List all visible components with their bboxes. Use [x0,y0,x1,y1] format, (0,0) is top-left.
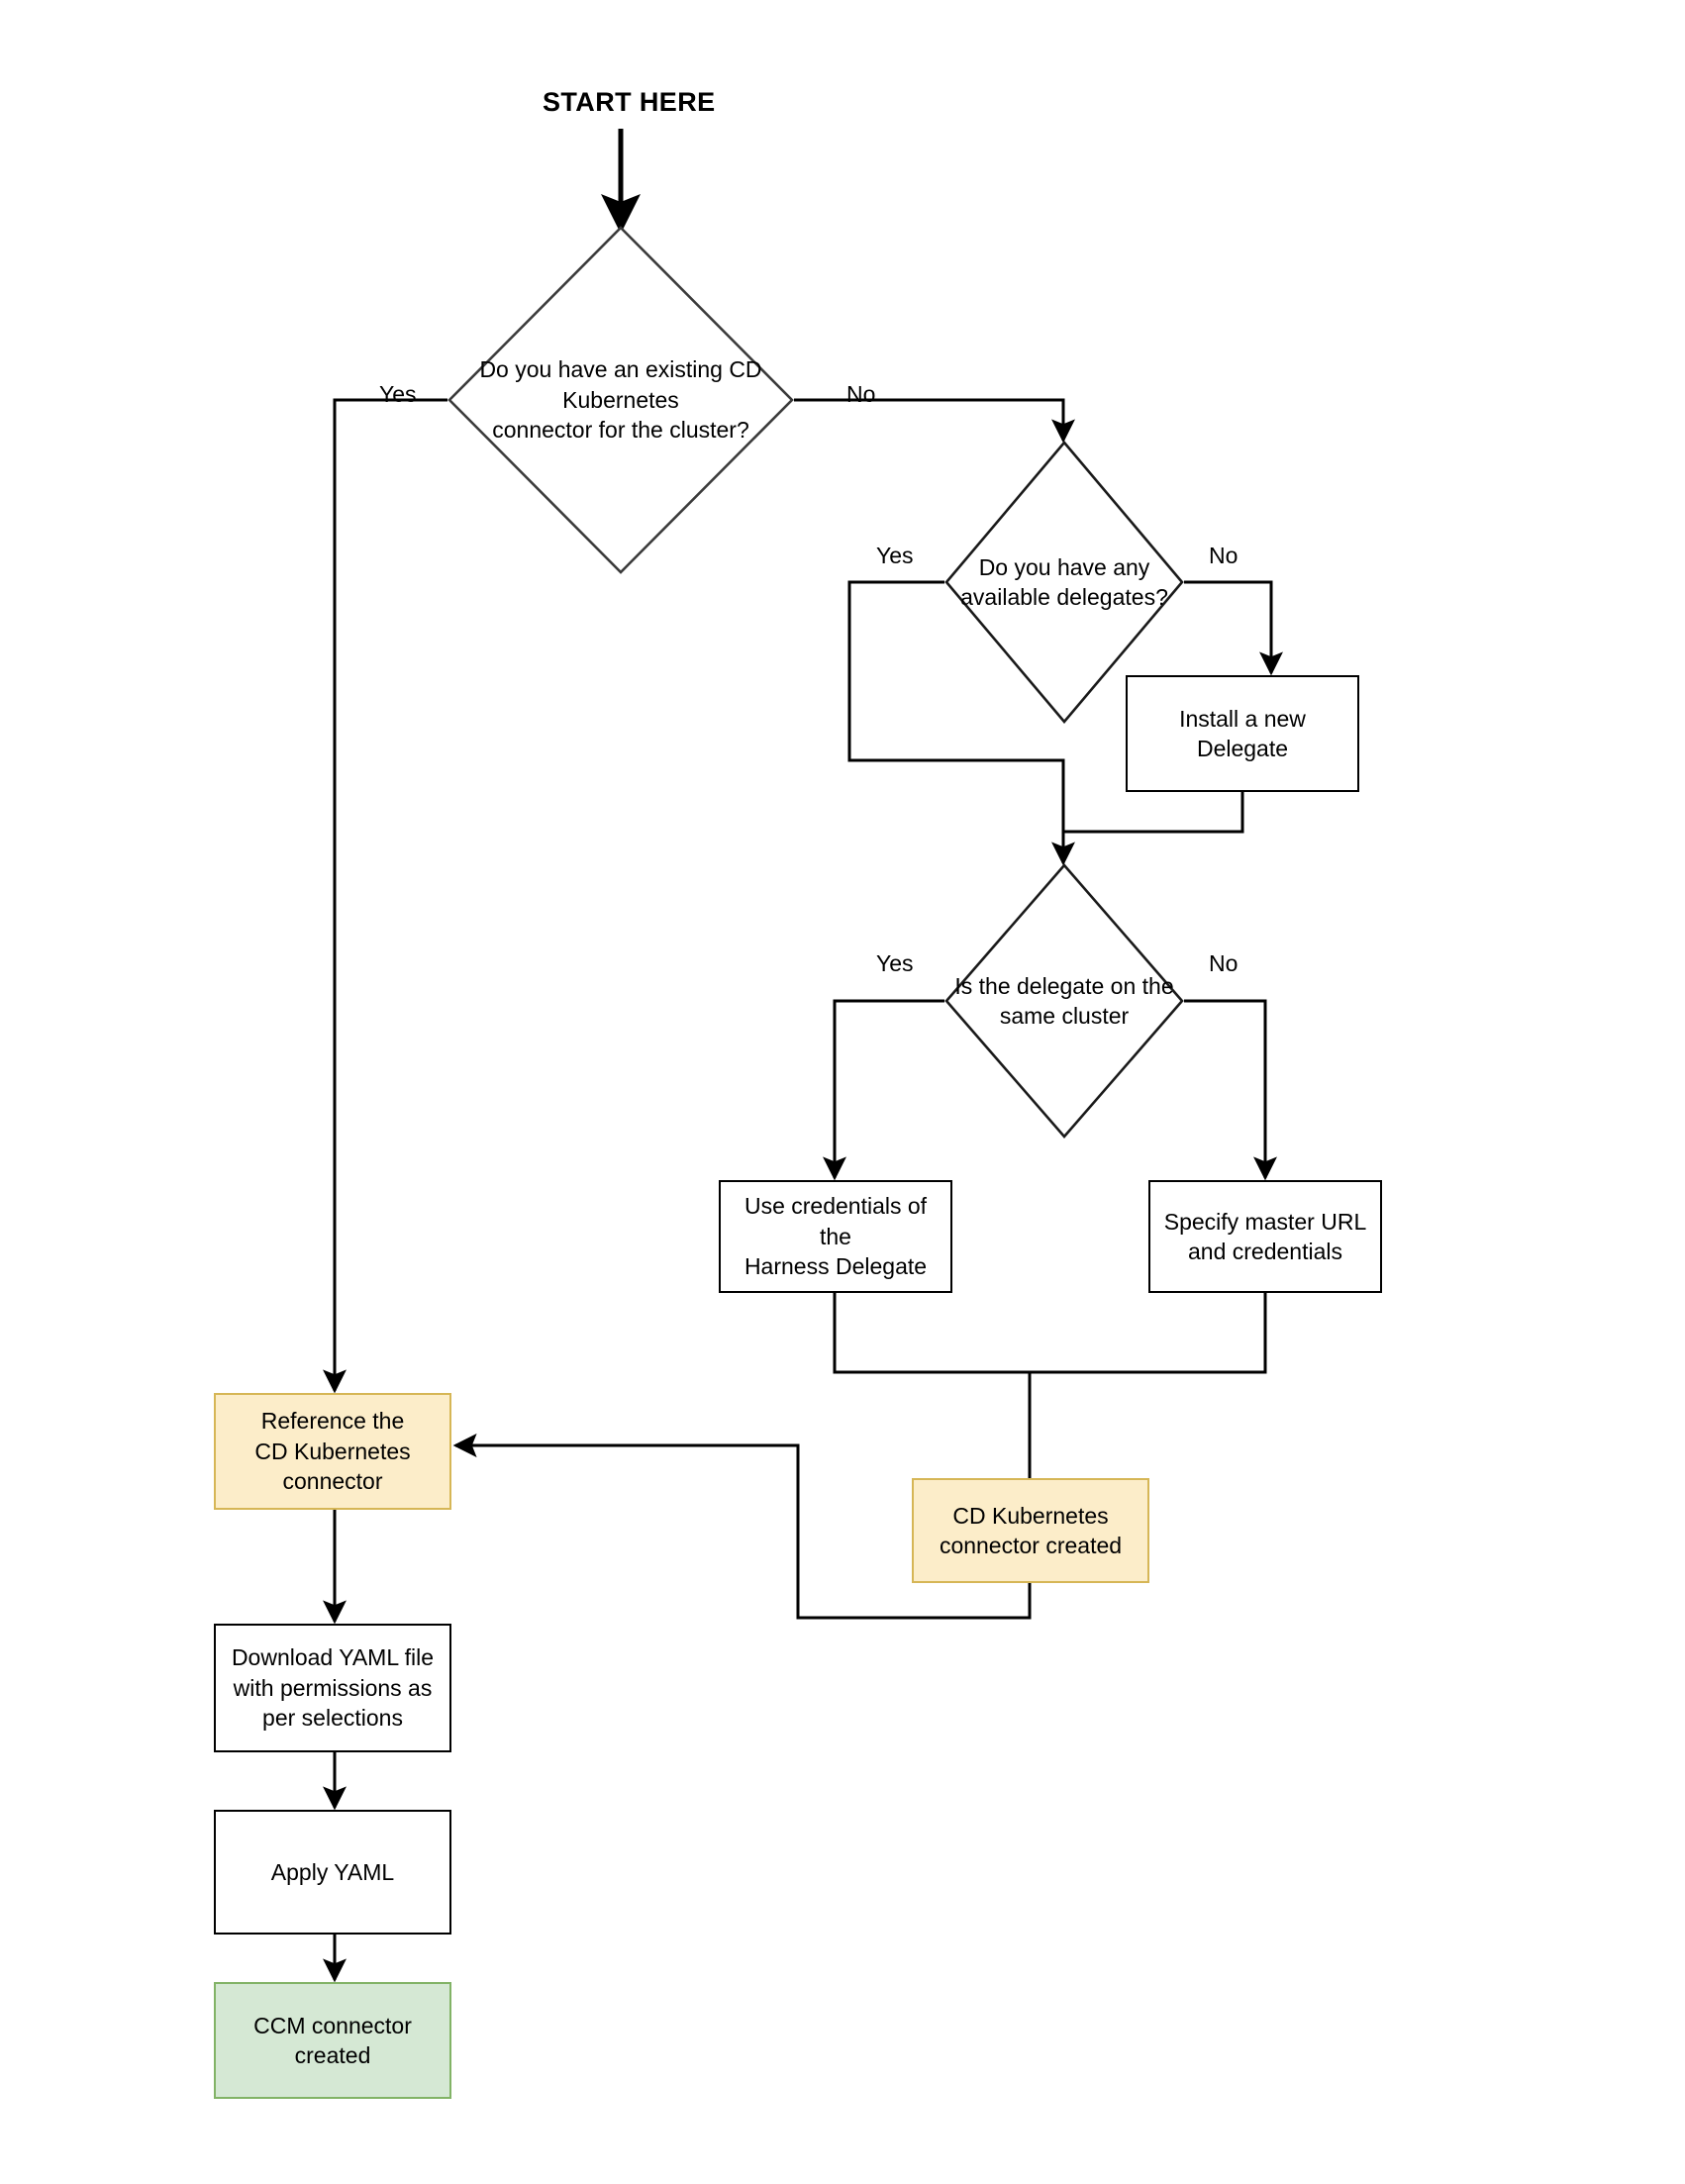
ccm-connector-created-line1: CCM connector [253,2012,412,2038]
node-cd-connector-created-label: CD Kubernetes connector created [940,1501,1122,1561]
use-credentials-line2: Harness Delegate [743,1253,928,1280]
diamond-shape [944,441,1184,724]
install-delegate-line1: Install a new [1179,705,1306,732]
install-delegate-line2: Delegate [1196,736,1289,761]
specify-master-url-line1: Specify master URL [1163,1208,1367,1235]
decision-existing-cd-connector-label: Do you have an existing CD Kubernetes co… [447,354,794,445]
start-here-title: START HERE [543,87,716,117]
edge-label-delegates-no: No [1209,543,1239,568]
edge-existing-yes [323,398,447,1394]
node-use-delegate-credentials-label: Use credentials of the Harness Delegate [729,1191,942,1281]
decision1-line2: Kubernetes [562,386,679,413]
reference-connector-line2: CD Kubernetes [254,1438,411,1464]
node-apply-yaml[interactable]: Apply YAML [214,1810,451,1935]
edge-label-delegates-yes: Yes [876,543,914,568]
download-yaml-line3: per selections [262,1705,403,1732]
decision1-line1: Do you have an existing CD [479,356,762,383]
edge-usecred-merge [833,1291,1030,1374]
node-apply-yaml-label: Apply YAML [271,1857,394,1887]
reference-connector-line1: Reference the [260,1408,405,1435]
edge-existing-no [794,398,1075,444]
decision3-line2: same cluster [999,1003,1130,1029]
cd-connector-created-line1: CD Kubernetes [952,1502,1109,1529]
node-ccm-connector-created-label: CCM connector created [253,2011,412,2071]
edge-label-same-cluster-yes: Yes [876,950,914,976]
node-ccm-connector-created[interactable]: CCM connector created [214,1982,451,2099]
node-install-new-delegate-label: Install a new Delegate [1179,704,1306,764]
decision-delegate-same-cluster[interactable]: Is the delegate on the same cluster [944,863,1184,1139]
node-reference-cd-connector[interactable]: Reference the CD Kubernetes connector [214,1393,451,1510]
node-use-delegate-credentials[interactable]: Use credentials of the Harness Delegate [719,1180,952,1293]
download-yaml-line1: Download YAML file [231,1644,435,1671]
edge-specify-merge [1030,1291,1267,1374]
node-install-new-delegate[interactable]: Install a new Delegate [1126,675,1359,792]
edge-delegates-no [1184,580,1283,676]
node-specify-master-url-label: Specify master URL and credentials [1164,1207,1367,1267]
diamond-shape [944,863,1184,1139]
ccm-connector-created-line2: created [294,2042,371,2068]
decision-available-delegates-label: Do you have any available delegates? [944,552,1184,613]
edge-label-existing-no: No [846,381,876,407]
node-download-yaml[interactable]: Download YAML file with permissions as p… [214,1624,451,1752]
use-credentials-line1: Use credentials of the [743,1193,928,1249]
diamond-shape [447,226,794,574]
cd-connector-created-line2: connector created [939,1533,1123,1558]
edge-samecluster-yes [823,999,944,1181]
reference-connector-line3: connector [282,1468,383,1495]
decision2-line1: Do you have any [978,553,1150,580]
edge-samecluster-no [1184,999,1277,1181]
decision-delegate-same-cluster-label: Is the delegate on the same cluster [944,971,1184,1032]
specify-master-url-line2: and credentials [1187,1239,1342,1264]
decision3-line1: Is the delegate on the [954,972,1174,999]
edge-label-same-cluster-no: No [1209,950,1239,976]
decision-existing-cd-connector[interactable]: Do you have an existing CD Kubernetes co… [447,226,794,574]
apply-yaml-line1: Apply YAML [270,1858,395,1885]
edge-install-to-decision3 [1063,790,1244,834]
node-cd-connector-created[interactable]: CD Kubernetes connector created [912,1478,1149,1583]
edge-label-existing-yes: Yes [379,381,417,407]
decision2-line2: available delegates? [960,584,1168,610]
decision-available-delegates[interactable]: Do you have any available delegates? [944,441,1184,724]
node-download-yaml-label: Download YAML file with permissions as p… [232,1642,434,1733]
node-specify-master-url[interactable]: Specify master URL and credentials [1148,1180,1382,1293]
download-yaml-line2: with permissions as [233,1674,433,1701]
decision1-line3: connector for the cluster? [492,417,749,444]
node-reference-cd-connector-label: Reference the CD Kubernetes connector [254,1406,410,1496]
